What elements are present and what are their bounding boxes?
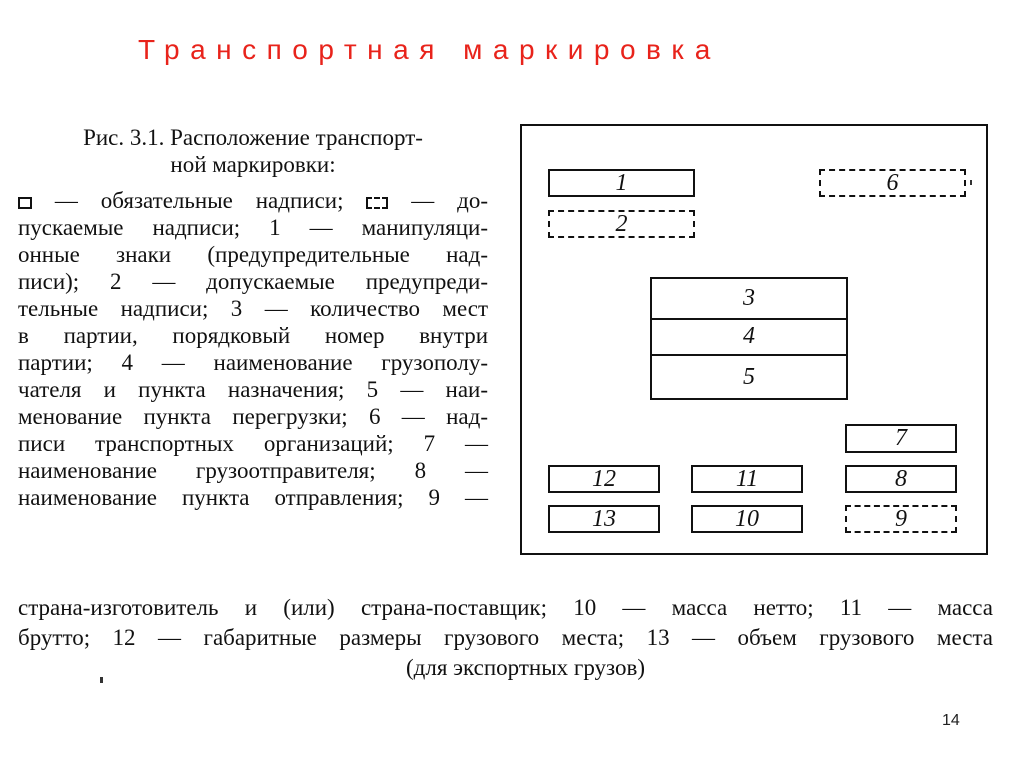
legend-dashed-text: — до-: [411, 188, 489, 213]
bottom-line-3: (для экспортных грузов): [405, 655, 646, 680]
figure-caption: Рис. 3.1. Расположение транспорт- ной ма…: [18, 124, 488, 511]
solid-box-symbol-icon: [18, 196, 32, 209]
scan-speck: [970, 180, 972, 185]
legend-line-11: наименование грузоотправителя; 8 —: [18, 458, 488, 483]
mark-11-gross-weight: 11: [691, 465, 803, 493]
mark-6-transport-org: 6: [819, 169, 966, 197]
mark-10-net-weight: 10: [691, 505, 803, 533]
bottom-line-1: страна-изготовитель и (или) страна-поста…: [18, 595, 993, 620]
legend-line-5: тельные надписи; 3 — количество мест: [18, 296, 488, 321]
scan-speck: [100, 677, 103, 683]
bottom-line-2: брутто; 12 — габаритные размеры грузовог…: [18, 625, 993, 650]
mark-7-shipper: 7: [845, 424, 957, 453]
caption-heading: Рис. 3.1. Расположение транспорт- ной ма…: [18, 124, 488, 178]
caption-legend: — обязательные надписи; — до- пускаемые …: [18, 187, 488, 511]
caption-continuation: страна-изготовитель и (или) страна-поста…: [18, 593, 993, 683]
legend-line-10: писи транспортных организаций; 7 —: [18, 431, 488, 456]
mark-8-departure-point: 8: [845, 465, 957, 493]
cargo-package-diagram: 1 2 6 3 4 5 7 8 9 11 10 12 13: [520, 124, 988, 555]
mark-2-optional-warnings: 2: [548, 210, 695, 238]
mark-4-consignee: 4: [650, 318, 848, 356]
mark-12-dimensions: 12: [548, 465, 660, 493]
mark-3-places-count: 3: [650, 277, 848, 320]
legend-line-3: онные знаки (предупредительные над-: [18, 242, 488, 267]
mark-13-volume: 13: [548, 505, 660, 533]
caption-heading-line-1: Рис. 3.1. Расположение транспорт-: [83, 125, 423, 150]
legend-line-9: менование пункта перегрузки; 6 — над-: [18, 404, 488, 429]
legend-solid-text: — обязательные надписи;: [54, 188, 344, 213]
legend-line-1: — обязательные надписи; — до-: [18, 187, 488, 214]
legend-line-2: пускаемые надписи; 1 — манипуляци-: [18, 215, 488, 240]
legend-line-6: в партии, порядковый номер внутри: [18, 323, 488, 348]
caption-heading-line-2: ной маркировки:: [170, 152, 336, 177]
legend-line-12: наименование пункта отправления; 9 —: [18, 485, 488, 510]
mark-5-transshipment-point: 5: [650, 354, 848, 400]
mark-1-manipulation-signs: 1: [548, 169, 695, 197]
slide-title: Транспортная маркировка: [138, 34, 721, 65]
page-number: 14: [942, 712, 960, 729]
legend-line-4: писи); 2 — допускаемые предупреди-: [18, 269, 488, 294]
legend-line-7: партии; 4 — наименование грузополу-: [18, 350, 488, 375]
dashed-box-symbol-icon: [366, 196, 389, 209]
legend-line-8: чателя и пункта назначения; 5 — наи-: [18, 377, 488, 402]
mark-9-origin-country: 9: [845, 505, 957, 533]
